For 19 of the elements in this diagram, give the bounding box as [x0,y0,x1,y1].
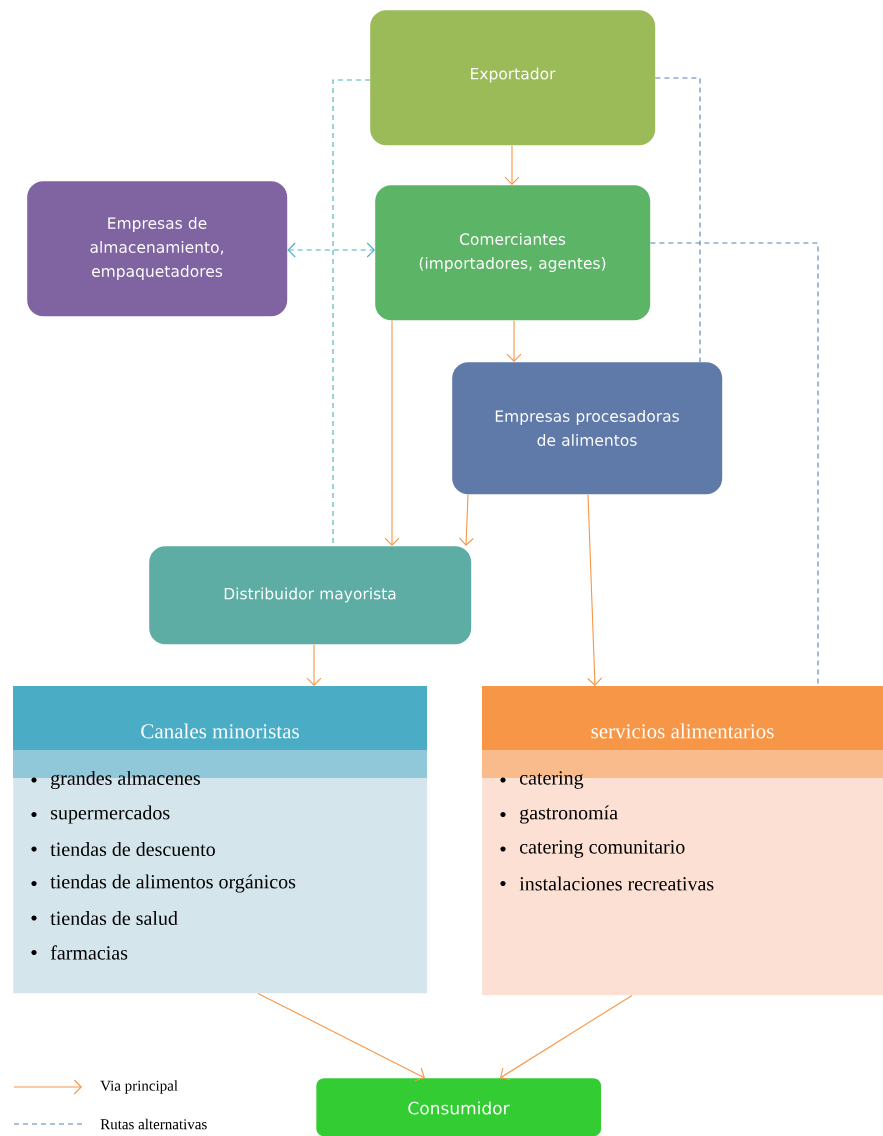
arrow [587,493,603,686]
process-box: Empresas de almacenamiento, empaquetadores [27,181,288,317]
process-box: Exportador [370,10,656,146]
list-panel: Canales minoristas grandes almacenes supermercados tiendas de descuento tiendas de alimentos orgánicos tiendas de salud farmacias [13,686,428,994]
legend-text: Rutas alternativas [100,1118,207,1130]
consumer-box: Consumidor [316,1078,602,1136]
list-panel: servicios alimentarios catering gastronomía catering comunitario instalaciones recreativas [482,686,883,996]
arrow [257,992,425,1082]
arrow [500,994,633,1081]
arrow [384,319,400,546]
arrow [287,242,375,258]
arrow [504,144,520,185]
arrow [458,493,474,546]
process-box: Distribuidor mayorista [149,546,472,645]
process-box: Comerciantes (importadores, agentes) [375,185,651,321]
legend-text: Via principal [100,1080,178,1094]
arrow [506,319,522,362]
arrow [306,643,322,686]
process-box: Empresas procesadoras de alimentos [452,362,723,495]
